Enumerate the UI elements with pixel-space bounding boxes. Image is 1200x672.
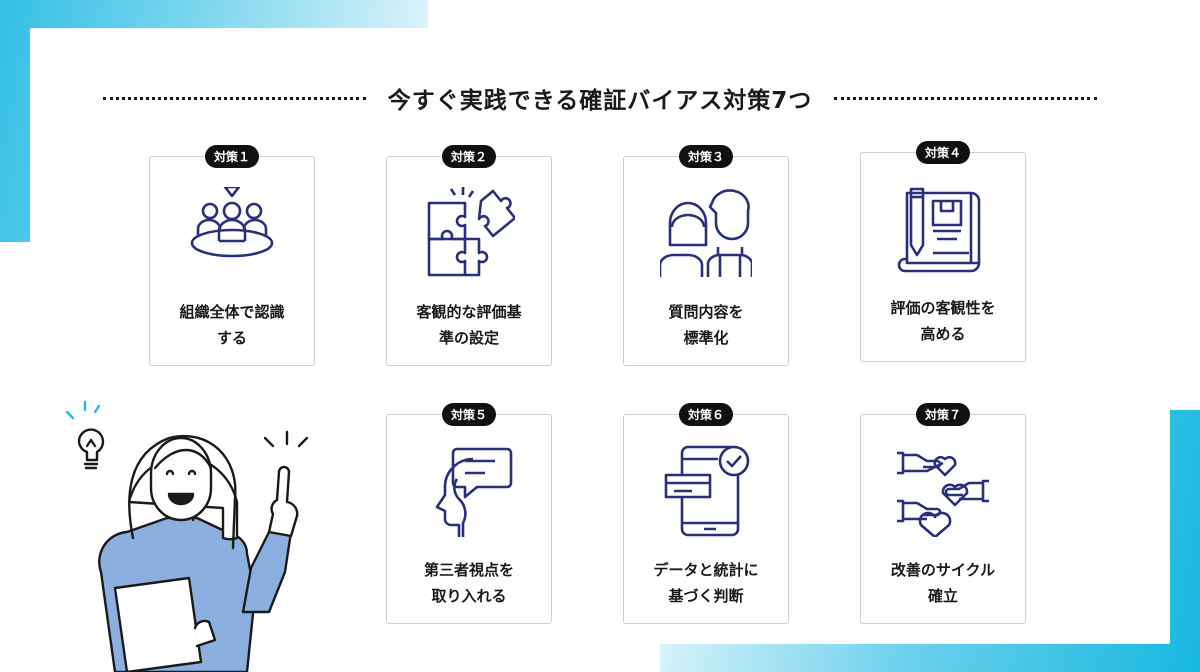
measure-label: 改善のサイクル 確立 [890,561,996,605]
measure-label: データと統計に 基づく判断 [653,561,759,605]
smartphone-check-icon [664,445,750,537]
measure-card-6: 対策６ データと統計に 基づく判断 [623,403,789,624]
interview-people-icon [660,189,752,277]
measure-badge: 対策３ [678,145,734,168]
lightbulb-icon [65,400,105,470]
title-divider-right [834,96,1098,100]
measure-card-1: 対策１ 組織全体で認識 する [149,145,315,366]
measure-card-4: 対策４ 評価の客観性を 高める [860,141,1026,362]
measure-card-7: 対策７ 改善のサイクル 確立 [860,403,1026,624]
measure-badge: 対策２ [441,145,497,168]
team-icon [190,187,274,258]
measure-badge: 対策１ [204,145,260,168]
title-divider-left [103,96,366,100]
head-speech-icon [435,447,513,537]
measure-badge: 対策４ [915,141,971,164]
measure-card-5: 対策５ 第三者視点を 取り入れる [386,403,552,624]
blueprint-icon [897,187,981,273]
measure-card-3: 対策３ 質問内容を 標準化 [623,145,789,366]
measure-badge: 対策７ [915,403,971,426]
measure-label: 評価の客観性を 高める [890,299,996,343]
measure-label: 組織全体で認識 する [179,303,285,347]
hands-hearts-icon [897,451,989,537]
woman-pointing-illustration [65,400,309,672]
measure-label: 客観的な評価基 準の設定 [416,303,522,347]
measure-card-2: 対策２ 客観的な評価基 準の設定 [386,145,552,366]
measure-label: 質問内容を 標準化 [668,303,744,347]
title-row: 今すぐ実践できる確証バイアス対策7つ [103,80,1098,116]
page-title: 今すぐ実践できる確証バイアス対策7つ [387,88,813,114]
measure-badge: 対策６ [678,403,734,426]
puzzle-icon [427,187,515,277]
measure-label: 第三者視点を 取り入れる [423,561,514,605]
measure-badge: 対策５ [441,403,497,426]
